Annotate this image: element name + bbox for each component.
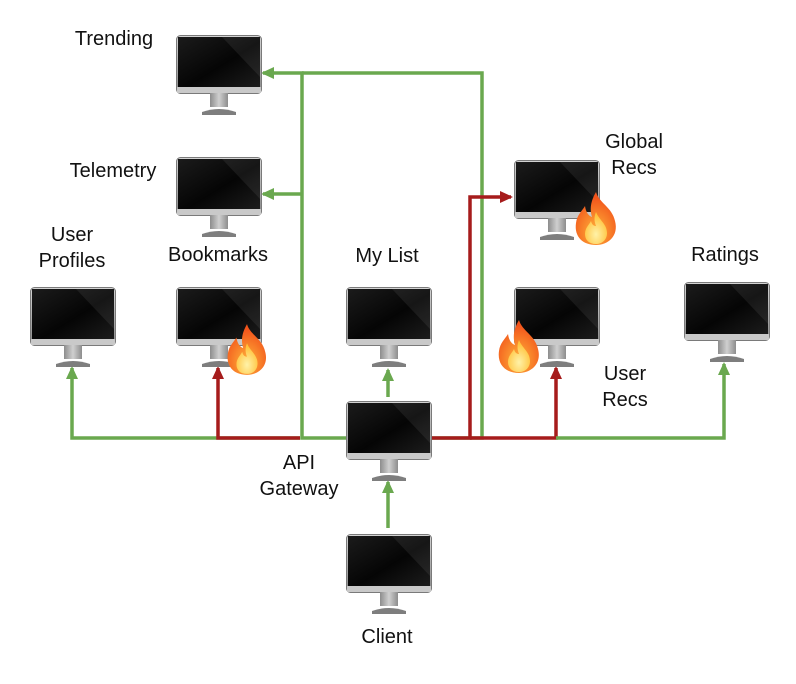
- api-gateway-label-line1: API: [282, 452, 316, 474]
- edge-gateway-userprof-arrowhead: [66, 366, 78, 379]
- user-profiles-label: User Profiles: [39, 222, 106, 274]
- trending-server[interactable]: [176, 35, 262, 116]
- edge-gateway-globalrecs-arrowhead: [500, 191, 513, 203]
- trending-label: Trending: [75, 26, 153, 52]
- monitor-icon: [346, 287, 432, 368]
- monitor-icon: [176, 35, 262, 116]
- edge-gateway-ratings-arrowhead: [718, 362, 730, 375]
- edge-gateway-bookmarks: [216, 368, 300, 440]
- edge-gateway-bookmarks-arrowhead: [212, 366, 224, 379]
- ratings-server[interactable]: [684, 282, 770, 363]
- monitor-icon: [30, 287, 116, 368]
- user-profiles-server[interactable]: [30, 287, 116, 368]
- telemetry-label: Telemetry: [70, 158, 157, 184]
- client-label-text: Client: [361, 626, 413, 648]
- user-recs-label-line2: Recs: [602, 389, 648, 411]
- api-gateway-label-line2: Gateway: [259, 478, 339, 500]
- edge-gateway-trending: [263, 71, 346, 440]
- user-recs-label: User Recs: [602, 361, 648, 413]
- api-gateway-server[interactable]: [346, 401, 432, 482]
- edge-gateway-trending-arrowhead: [261, 67, 274, 79]
- global-recs-server[interactable]: [514, 160, 616, 246]
- ratings-label: Ratings: [691, 242, 759, 268]
- bookmarks-label: Bookmarks: [168, 242, 268, 268]
- global-recs-label-line2: Recs: [611, 157, 657, 179]
- client-label: Client: [361, 624, 412, 650]
- bookmarks-label-text: Bookmarks: [167, 244, 269, 266]
- connection-lines: [66, 67, 730, 528]
- my-list-label: My List: [355, 243, 418, 269]
- edge-gateway-ratings: [556, 364, 726, 440]
- trending-label-text: Trending: [74, 28, 154, 50]
- monitor-icon: [176, 157, 262, 238]
- ratings-label-text: Ratings: [691, 244, 759, 266]
- monitor-icon: [684, 282, 770, 363]
- global-recs-label: Global Recs: [605, 129, 663, 181]
- user-profiles-label-line2: Profiles: [38, 250, 106, 272]
- edge-gateway-userrecs-arrowhead: [550, 366, 562, 379]
- client-device[interactable]: [346, 534, 432, 615]
- edge-gateway-userprof: [70, 368, 300, 440]
- edge-gateway-telemetry-arrowhead: [261, 188, 274, 200]
- edge-gateway-mylist-arrowhead: [382, 368, 394, 381]
- my-list-server[interactable]: [346, 287, 432, 368]
- monitor-icon: [346, 401, 432, 482]
- api-gateway-label: API Gateway: [260, 450, 339, 502]
- monitor-icon: [346, 534, 432, 615]
- my-list-label-text: My List: [355, 245, 419, 267]
- global-recs-label-line1: Global: [605, 131, 663, 153]
- bookmarks-server[interactable]: [176, 287, 267, 375]
- telemetry-server[interactable]: [176, 157, 262, 238]
- telemetry-label-text: Telemetry: [69, 160, 157, 182]
- edge-client-gateway-arrowhead: [382, 480, 394, 493]
- edge-gateway-globalrecs: [432, 195, 511, 440]
- user-recs-label-line1: User: [603, 363, 647, 385]
- user-profiles-label-line1: User: [50, 224, 94, 246]
- user-recs-server[interactable]: [498, 287, 600, 374]
